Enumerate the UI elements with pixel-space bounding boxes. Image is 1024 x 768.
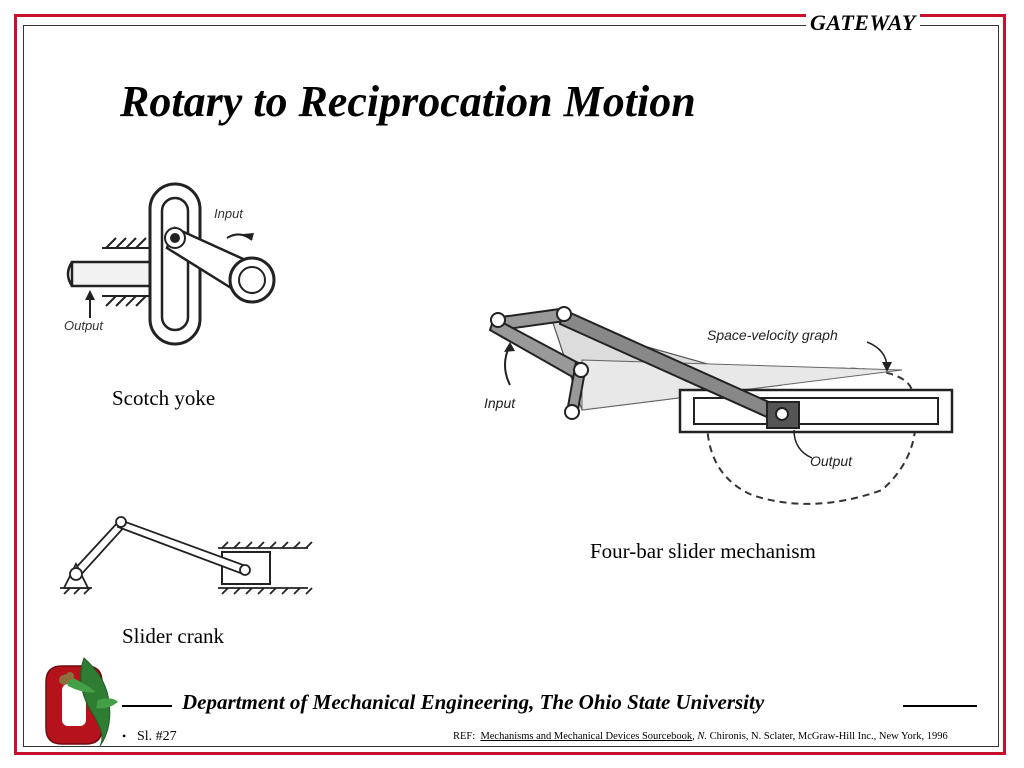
slide-outer-border: [14, 14, 1006, 755]
scotch-yoke-output-label: Output: [64, 318, 104, 333]
four-bar-graph-label: Space-velocity graph: [707, 327, 838, 343]
ref-book-title: Mechanisms and Mechanical Devices Source…: [480, 731, 693, 742]
footer-bullet: •: [122, 729, 127, 743]
four-bar-input-label: Input: [484, 395, 516, 411]
four-bar-slider-figure: Space-velocity graph Input Output: [484, 306, 954, 505]
ohio-state-logo: [45, 657, 118, 747]
slider-crank-caption: Slider crank: [122, 624, 225, 648]
slider-crank-figure: [60, 516, 313, 595]
reference-line: REF: Mechanisms and Mechanical Devices S…: [453, 731, 948, 742]
four-bar-output-label: Output: [810, 453, 853, 469]
slide-number: Sl. #27: [137, 729, 177, 744]
footer-rule-left: [122, 705, 172, 707]
scotch-yoke-caption: Scotch yoke: [112, 386, 216, 410]
ref-author-initial: N.: [697, 731, 708, 742]
department-name: Department of Mechanical Engineering, Th…: [182, 690, 765, 714]
gateway-badge: GATEWAY: [806, 10, 920, 36]
slide-title: Rotary to Reciprocation Motion: [120, 77, 696, 126]
footer-rule-right: [903, 705, 977, 707]
scotch-yoke-figure: Input Output: [64, 182, 276, 346]
ref-details: Chironis, N. Sclater, McGraw-Hill Inc., …: [709, 731, 948, 742]
ref-prefix: REF:: [453, 731, 476, 742]
four-bar-caption: Four-bar slider mechanism: [590, 539, 816, 563]
slide-inner-border: [23, 25, 999, 747]
scotch-yoke-input-label: Input: [214, 206, 244, 221]
